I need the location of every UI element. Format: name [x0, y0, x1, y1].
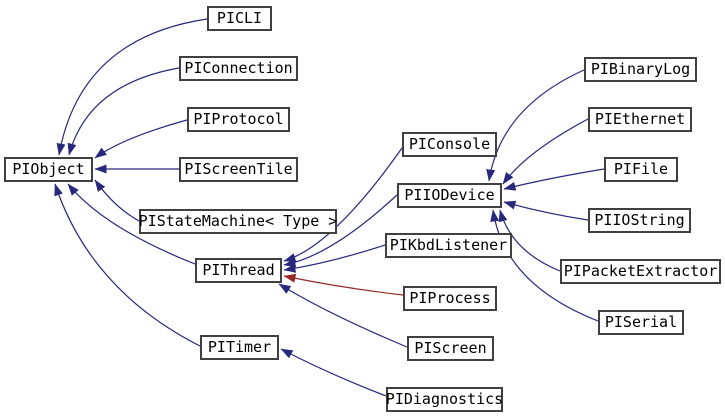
class-node-piconsole[interactable]: PIConsole — [402, 132, 497, 157]
class-node-piobject[interactable]: PIObject — [4, 157, 93, 182]
class-node-pidiagnostics[interactable]: PIDiagnostics — [386, 387, 503, 412]
edge-pikbdlistener-to-pithread — [283, 244, 386, 273]
edge-piscreen-to-pithread — [278, 283, 408, 348]
edge-picli-to-piobject — [56, 18, 208, 156]
class-node-piiodevice[interactable]: PIIODevice — [397, 183, 502, 208]
edge-piiostring-to-piiodevice — [503, 200, 589, 221]
class-node-pitimer[interactable]: PITimer — [200, 335, 279, 360]
class-node-pikbdlistener[interactable]: PIKbdListener — [385, 233, 512, 258]
class-node-pithread[interactable]: PIThread — [195, 258, 282, 283]
class-node-pipacketextractor[interactable]: PIPacketExtractor — [560, 259, 721, 284]
edge-pipacketextractor-to-piiodevice — [498, 209, 561, 272]
edge-pistatemachine-to-piobject — [94, 179, 140, 222]
class-node-piethernet[interactable]: PIEthernet — [588, 107, 692, 132]
class-node-pistatemachine[interactable]: PIStateMachine< Type > — [139, 209, 337, 234]
edge-pibinarylog-to-piiodevice — [486, 69, 585, 182]
edge-pifile-to-piiodevice — [503, 168, 605, 191]
class-node-piscreentile[interactable]: PIScreenTile — [179, 157, 298, 182]
edge-piconsole-to-pithread — [283, 147, 403, 262]
class-node-pifile[interactable]: PIFile — [604, 157, 678, 182]
class-node-piserial[interactable]: PISerial — [598, 310, 684, 335]
class-node-piprotocol[interactable]: PIProtocol — [187, 107, 290, 132]
edge-pitimer-to-piobject — [54, 183, 201, 347]
class-node-piconnection[interactable]: PIConnection — [179, 56, 298, 81]
edge-piethernet-to-piiodevice — [502, 118, 589, 185]
edge-piserial-to-piiodevice — [490, 209, 599, 322]
edge-piprotocol-to-piobject — [94, 119, 188, 159]
edge-piiodevice-to-pithread — [283, 194, 398, 268]
edge-pithread-to-piobject — [67, 183, 196, 265]
edge-pidiagnostics-to-pitimer — [280, 348, 387, 397]
class-node-piiostring[interactable]: PIIOString — [588, 208, 691, 233]
class-node-piprocess[interactable]: PIProcess — [403, 286, 497, 311]
class-node-piscreen[interactable]: PIScreen — [407, 336, 494, 361]
class-node-pibinarylog[interactable]: PIBinaryLog — [584, 57, 697, 82]
edges-group — [54, 18, 605, 397]
class-node-picli[interactable]: PICLI — [207, 6, 272, 31]
edge-piprocess-to-pithread — [283, 273, 404, 296]
edge-piconnection-to-piobject — [67, 67, 180, 156]
